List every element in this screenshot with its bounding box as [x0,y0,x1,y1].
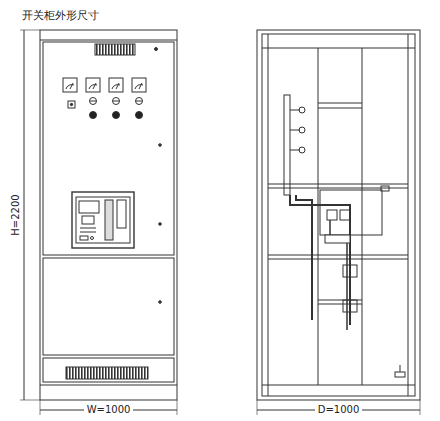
front-view-stroke [113,101,119,102]
front-view-stroke [159,223,162,226]
front-view-stroke [159,144,162,147]
front-view-stroke [113,112,120,119]
side-view-stroke [420,400,421,415]
front-view-stroke [76,197,130,243]
front-view-stroke [95,44,135,55]
side-view [257,30,420,415]
front-view-stroke [135,83,143,89]
side-view-stroke [340,210,350,220]
front-view-stroke [80,236,88,240]
side-view-stroke [257,30,420,400]
front-view-stroke [80,232,96,233]
front-view-stroke [90,112,97,119]
front-view-stroke [89,83,97,89]
front-view-stroke [136,112,143,119]
dimension-label: W=1000 [84,405,134,415]
front-view-stroke [159,301,162,304]
drawing-title: 开关柜外形尺寸 [22,10,99,21]
front-view-stroke [177,400,178,415]
front-view-stroke [20,400,40,401]
side-view-stroke [268,259,408,260]
front-view-stroke [91,237,94,240]
side-view-stroke [262,34,415,396]
front-view-stroke [105,200,113,240]
side-view-stroke [296,195,312,320]
dimension-label: H=2200 [11,191,21,238]
side-view-stroke [408,34,409,396]
side-view-stroke [343,265,357,277]
side-view-stroke [262,385,415,386]
front-view [20,30,177,415]
front-view-stroke [117,200,126,228]
side-view-stroke [381,186,389,191]
side-view-stroke [290,195,350,325]
front-view-stroke [40,40,177,41]
side-view-stroke [268,184,408,185]
side-view-stroke [268,34,269,396]
front-view-stroke [66,367,148,379]
front-view-stroke [68,101,75,108]
front-view-stroke [82,216,94,224]
front-view-stroke [79,201,99,213]
side-view-stroke [284,95,290,195]
front-view-stroke [86,78,100,92]
front-view-stroke [40,385,177,386]
front-view-stroke [112,83,120,89]
side-view-stroke [257,400,258,415]
front-view-stroke [40,30,177,400]
side-view-stroke [299,147,305,153]
side-view-stroke [325,235,350,243]
front-view-stroke [24,30,25,400]
side-view-stroke [299,107,305,113]
front-view-stroke [63,78,77,92]
front-view-stroke [132,78,146,92]
front-view-stroke [155,48,158,51]
side-view-stroke [395,372,405,377]
front-view-stroke [113,98,120,105]
front-view-stroke [90,101,96,102]
front-view-stroke [90,98,97,105]
side-view-stroke [318,108,362,109]
front-view-stroke [40,400,41,415]
dimension-label: D=1000 [315,405,363,415]
side-view-stroke [327,210,337,220]
front-view-stroke [136,98,143,105]
front-view-stroke [66,83,74,89]
side-view-stroke [299,127,305,133]
side-view-stroke [318,48,319,385]
front-view-stroke [43,258,174,355]
side-view-stroke [318,304,362,305]
front-view-stroke [72,192,134,248]
side-view-stroke [268,188,408,189]
front-view-stroke [136,101,142,102]
side-view-stroke [362,48,363,385]
side-view-stroke [400,365,401,372]
front-view-stroke [43,358,174,382]
side-view-stroke [343,300,357,312]
side-view-stroke [318,103,362,104]
front-view-stroke [43,42,174,255]
front-view-stroke [20,30,40,31]
side-view-stroke [262,48,415,49]
front-view-stroke [70,103,72,105]
front-view-stroke [80,228,96,229]
front-view-stroke [109,78,123,92]
side-view-stroke [268,255,408,256]
